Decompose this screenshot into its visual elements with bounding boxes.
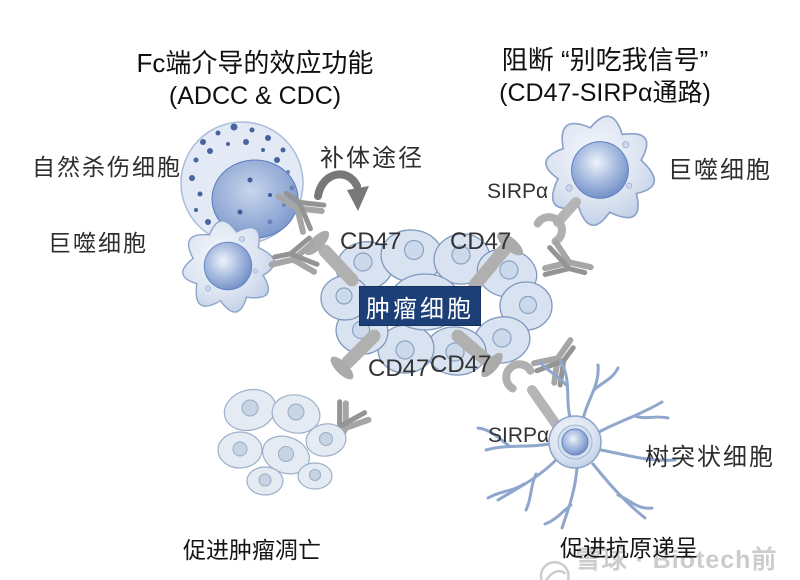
cd47-pin-top-right: [468, 232, 523, 292]
title-right-line1: 阻断 “别吃我信号”: [501, 45, 709, 75]
sirpa-receptor-top: [533, 197, 581, 246]
watermark: 雪球 · Biotech前瞻: [538, 540, 800, 580]
cd47-pin-top-left: [304, 230, 359, 287]
title-left-line1: Fc端介导的效应功能: [136, 48, 374, 78]
nk-cell-label: 自然杀伤细胞: [32, 155, 182, 181]
complement-arrow-icon: [314, 170, 369, 211]
macrophage-left-label: 巨噬细胞: [48, 231, 148, 257]
tumor-cell-label: 肿瘤细胞: [359, 286, 481, 326]
outcome-left-label: 促进肿瘤凋亡: [183, 537, 321, 563]
complement-pathway-label: 补体途径: [320, 144, 424, 172]
antibody-icon: [541, 241, 594, 287]
dendritic-cell-graphic: [476, 358, 677, 530]
title-right-line2: (CD47-SIRPα通路): [499, 79, 711, 108]
sirpa-label-top: SIRPα: [487, 180, 549, 203]
title-left-line2: (ADCC & CDC): [168, 82, 342, 111]
sirpa-label-bottom: SIRPα: [488, 424, 550, 447]
snowball-logo-icon: [539, 560, 570, 580]
nk-cell-graphic: [180, 121, 304, 245]
cd47-label-bottom-left: CD47: [368, 355, 430, 382]
outcome-right-label: 促进抗原递呈: [560, 535, 698, 561]
macrophage-right-label: 巨噬细胞: [668, 156, 772, 184]
cd47-pin-bottom-right: [451, 329, 503, 378]
cd47-pin-bottom-left: [330, 329, 381, 380]
apoptotic-cells-graphic: [217, 388, 347, 496]
watermark-text: 雪球 · Biotech前瞻: [575, 546, 778, 574]
cd47-label-top-left: CD47: [340, 228, 402, 255]
cd47-label-top-right: CD47: [450, 228, 512, 255]
antibody-icon: [269, 238, 318, 278]
cd47-label-bottom-right: CD47: [430, 351, 492, 378]
dendritic-cell-label: 树突状细胞: [645, 443, 775, 471]
sirpa-receptor-bottom: [502, 360, 565, 435]
title-right: 阻断 “别吃我信号” (CD47-SIRPα通路): [440, 44, 770, 109]
title-left: Fc端介导的效应功能 (ADCC & CDC): [110, 47, 400, 112]
